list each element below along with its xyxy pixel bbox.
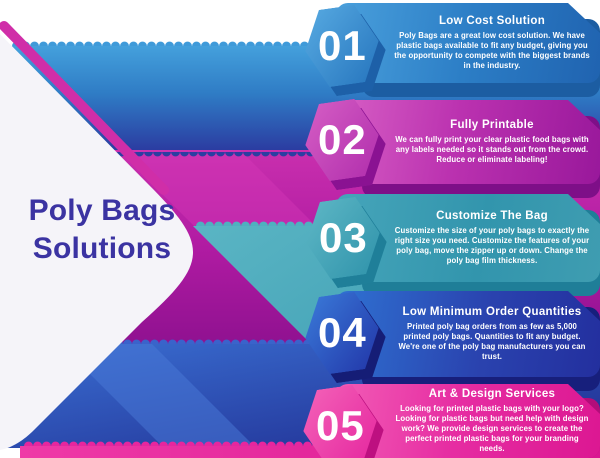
feature-number: 03 (318, 214, 368, 261)
page-title: Poly Bags Solutions (4, 192, 200, 267)
feature-description: We can fully print your clear plastic fo… (395, 134, 589, 165)
feature-title: Low Cost Solution (438, 14, 546, 27)
feature-number: 02 (317, 116, 367, 163)
feature-number: 01 (317, 22, 367, 69)
pink-edge-line (0, 21, 169, 195)
feature-title: Fully Printable (450, 118, 534, 131)
zipper-edge-teal (196, 217, 336, 226)
white-curve (0, 34, 194, 450)
feature-banner-5: Art & Design Services Looking for printe… (336, 384, 600, 458)
feature-title: Customize The Bag (436, 209, 548, 222)
feature-description: Looking for printed plastic bags with yo… (395, 403, 589, 454)
zipper-edge-blue-top (12, 37, 600, 46)
feature-number: 05 (315, 402, 365, 449)
page-title-line2: Solutions (32, 231, 172, 265)
feature-number: 04 (317, 309, 367, 356)
feature-title: Low Minimum Order Quantities (402, 305, 582, 318)
ribbon-indigo-streak (60, 344, 266, 458)
feature-description: Printed poly bag orders from as few as 5… (398, 321, 586, 362)
feature-banner-1: Low Cost Solution Poly Bags are a great … (336, 3, 600, 83)
page-title-line1: Poly Bags (28, 194, 176, 227)
feature-banner-3: Customize The Bag Customize the size of … (336, 194, 600, 282)
feature-description: Poly Bags are a great low cost solution.… (394, 30, 590, 71)
feature-description: Customize the size of your poly bags to … (394, 225, 590, 266)
zipper-edge-blue-bottom (0, 152, 600, 161)
feature-title: Art & Design Services (428, 387, 556, 400)
